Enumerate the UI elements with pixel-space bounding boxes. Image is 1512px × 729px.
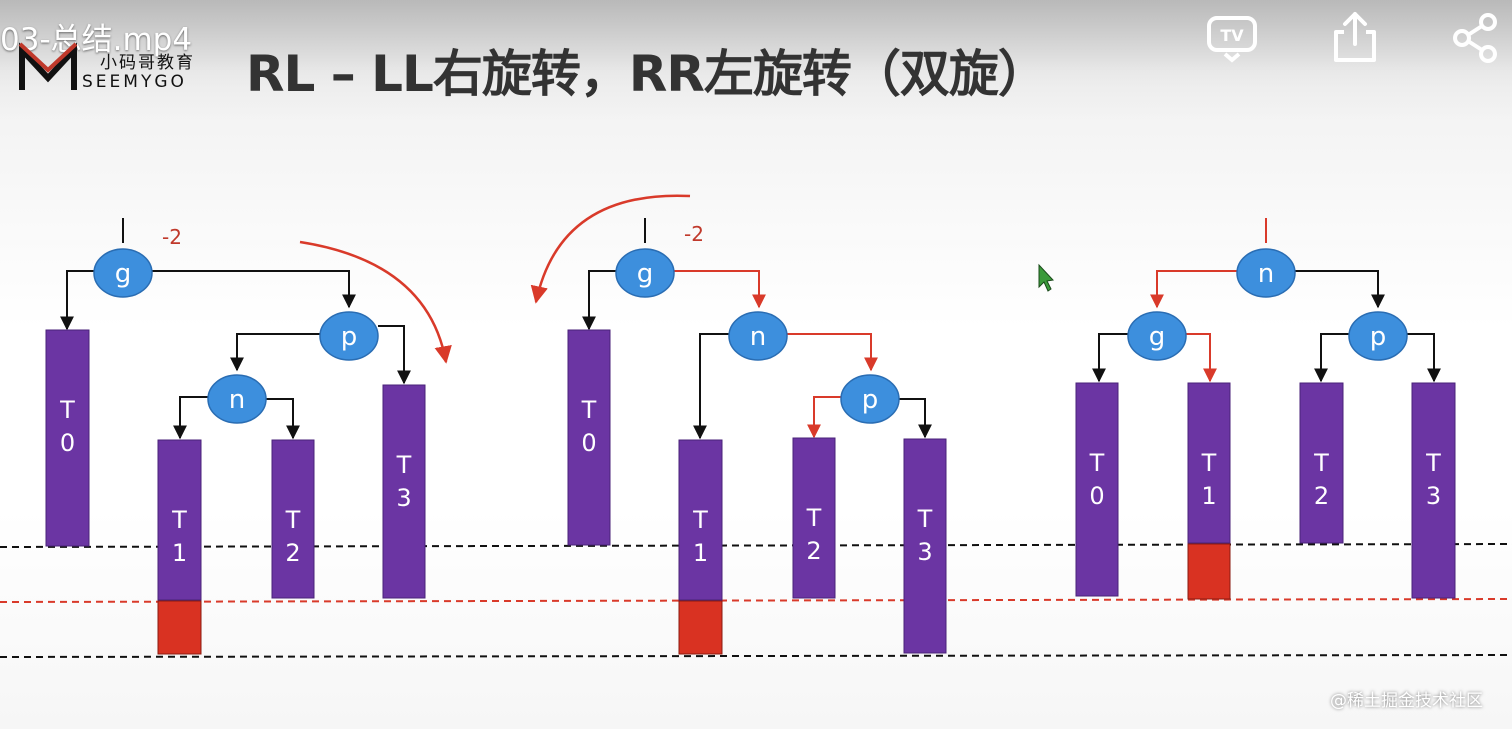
- tree-node-label: n: [1258, 259, 1274, 289]
- tree-edge-arrow: [60, 270, 95, 331]
- tree-edge-arrow: [807, 396, 842, 439]
- subtree-label-letter: T: [171, 506, 187, 534]
- subtree-label-letter: T: [59, 396, 75, 424]
- tree-node-label: p: [341, 322, 358, 352]
- subtree-label-letter: T: [1425, 449, 1441, 477]
- tree-edge-arrow: [1406, 333, 1441, 383]
- tree-node-p: [319, 311, 379, 361]
- subtree-label-letter: T: [806, 504, 822, 532]
- tree-edge-arrow: [1314, 333, 1350, 383]
- tree-edge-arrow: [582, 270, 617, 331]
- video-title: 03-总结.mp4: [0, 22, 193, 58]
- subtree-bar: [1187, 382, 1231, 544]
- tree-node-g: [93, 248, 153, 298]
- tree-node-label: g: [1149, 322, 1166, 352]
- subtree-label-index: 3: [396, 484, 411, 512]
- tree-edge-arrow: [673, 270, 766, 309]
- subtree-label-index: 0: [581, 429, 596, 457]
- slide-title: RL – LL右旋转，RR左旋转（双旋）: [246, 45, 1048, 103]
- tree-node-label: n: [750, 322, 766, 352]
- subtree-bar: [1075, 382, 1119, 597]
- tree-node-p: [840, 374, 900, 424]
- subtree-label-index: 2: [1314, 482, 1329, 510]
- subtree-label-index: 0: [1089, 482, 1104, 510]
- tree-edge-arrow: [898, 398, 932, 439]
- subtree-label-index: 0: [60, 429, 75, 457]
- tree-node-label: g: [637, 259, 654, 289]
- subtree-label-letter: T: [1201, 449, 1217, 477]
- height-guide-line: [0, 598, 1512, 603]
- tree-node-n: [207, 374, 267, 424]
- subtree-bar: [157, 439, 202, 601]
- subtree-label-letter: T: [285, 506, 301, 534]
- logo-text-en: SEEMYGO: [82, 72, 187, 92]
- mouse-cursor-icon: [1038, 263, 1055, 292]
- subtree-bar: [792, 437, 836, 599]
- subtree-bar: [678, 439, 723, 601]
- subtree-label-letter: T: [692, 506, 708, 534]
- watermark: @稀土掘金技术社区: [1330, 691, 1483, 711]
- tree-edge-arrow: [265, 398, 300, 440]
- subtree-label-letter: T: [581, 396, 597, 424]
- balance-factor-label: -2: [684, 222, 704, 246]
- overflow-block: [678, 600, 723, 655]
- tree-edge-arrow: [1294, 270, 1385, 309]
- subtree-label-letter: T: [396, 451, 412, 479]
- subtree-bar: [1411, 382, 1456, 599]
- subtree-label-index: 3: [1426, 482, 1441, 510]
- tree-node-label: p: [1370, 322, 1387, 352]
- logo-mark: [18, 42, 78, 90]
- height-guide-line: [0, 654, 1512, 658]
- tree-edge-arrow: [1185, 333, 1217, 383]
- subtree-bar: [45, 329, 90, 547]
- tree-node-label: g: [115, 259, 132, 289]
- subtree-bar: [271, 439, 315, 599]
- balance-factor-label: -2: [162, 225, 182, 249]
- subtree-label-index: 1: [1201, 482, 1216, 510]
- subtree-bar: [1299, 382, 1344, 544]
- subtree-label-letter: T: [917, 505, 933, 533]
- top-shade: [0, 0, 1512, 120]
- subtree-label-index: 1: [172, 539, 187, 567]
- subtree-label-index: 2: [806, 537, 821, 565]
- subtree-bar: [567, 329, 611, 546]
- subtree-label-index: 1: [693, 539, 708, 567]
- tree-edge-arrow: [230, 333, 320, 372]
- subtree-bar: [903, 438, 947, 654]
- tree-edge-arrow: [151, 270, 356, 309]
- subtree-label-index: 3: [917, 538, 932, 566]
- tree-edge-arrow: [786, 333, 878, 372]
- subtree-label-letter: T: [1089, 449, 1105, 477]
- tv-icon[interactable]: TV: [1203, 8, 1261, 66]
- logo-text-cn: 小码哥教育: [100, 53, 195, 73]
- tv-icon-label: TV: [1220, 26, 1244, 45]
- subtree-label-letter: T: [1313, 449, 1329, 477]
- tree-edge-arrow: [693, 333, 730, 440]
- tree-node-n: [1236, 248, 1296, 298]
- height-guide-line: [0, 543, 1512, 548]
- tree-node-g: [1127, 311, 1187, 361]
- rotation-arc-arrow: [299, 240, 452, 364]
- tree-node-n: [728, 311, 788, 361]
- overflow-block: [157, 600, 202, 655]
- tree-edge-arrow: [1092, 333, 1129, 383]
- overflow-block: [1187, 543, 1231, 600]
- tree-edge-arrow: [378, 325, 411, 385]
- tree-node-label: p: [862, 385, 879, 415]
- rotation-arc-arrow: [530, 194, 691, 304]
- tree-shapes: [45, 248, 1456, 655]
- tree-node-p: [1348, 311, 1408, 361]
- subtree-label-index: 2: [285, 539, 300, 567]
- tree-node-label: n: [229, 385, 245, 415]
- tree-node-g: [615, 248, 675, 298]
- subtree-bar: [382, 384, 426, 599]
- tree-edges: [60, 194, 1441, 440]
- tree-edge-arrow: [173, 396, 209, 440]
- tree-edge-arrow: [1150, 270, 1238, 309]
- share-network-icon[interactable]: [1446, 8, 1504, 66]
- height-guides: [0, 543, 1512, 658]
- share-icon[interactable]: [1326, 8, 1384, 66]
